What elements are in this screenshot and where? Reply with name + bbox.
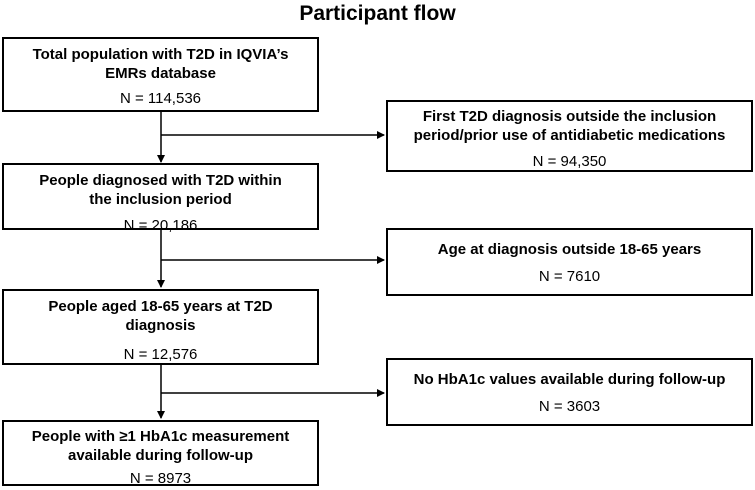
box-excl-first-diagnosis-n: N = 94,350 — [532, 153, 607, 170]
box-aged-18-65-n: N = 12,576 — [123, 346, 198, 363]
box-hba1c-available: People with ≥1 HbA1c measurement availab… — [2, 420, 319, 487]
box-total-population-n: N = 114,536 — [119, 90, 202, 107]
box-excl-no-hba1c-n: N = 3603 — [538, 398, 601, 415]
box-excl-first-diagnosis: First T2D diagnosis outside the inclusio… — [386, 100, 753, 172]
box-diagnosed-in-period-n: N = 20,186 — [123, 217, 198, 234]
box-excl-age: Age at diagnosis outside 18-65 years N =… — [386, 228, 753, 296]
box-excl-age-label: Age at diagnosis outside 18-65 years — [437, 241, 702, 258]
box-excl-no-hba1c: No HbA1c values available during follow-… — [386, 358, 753, 426]
box-diagnosed-in-period: People diagnosed with T2D within the inc… — [2, 163, 319, 234]
box-hba1c-available-n: N = 8973 — [129, 470, 192, 487]
box-aged-18-65: People aged 18-65 years at T2D diagnosis… — [2, 289, 319, 365]
box-hba1c-available-label: People with ≥1 HbA1c measurement availab… — [31, 428, 290, 464]
box-excl-no-hba1c-label: No HbA1c values available during follow-… — [413, 371, 726, 388]
box-total-population-label: Total population with T2D in IQVIA’s EMR… — [32, 46, 289, 82]
box-excl-first-diagnosis-label: First T2D diagnosis outside the inclusio… — [413, 108, 726, 144]
diagram-title: Participant flow — [299, 2, 456, 25]
box-total-population: Total population with T2D in IQVIA’s EMR… — [2, 37, 319, 112]
box-aged-18-65-label: People aged 18-65 years at T2D diagnosis — [48, 298, 273, 334]
box-excl-age-n: N = 7610 — [538, 268, 601, 285]
box-diagnosed-in-period-label: People diagnosed with T2D within the inc… — [39, 172, 282, 208]
